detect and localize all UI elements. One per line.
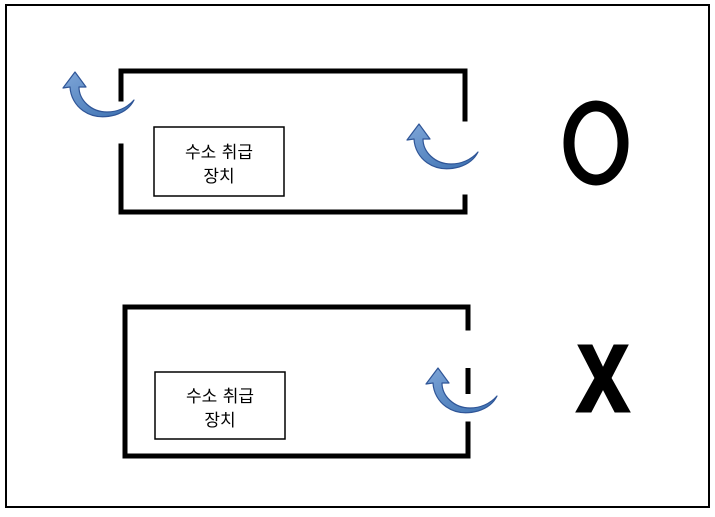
top-example: 수소 취급 장치 O bbox=[62, 68, 629, 215]
cross-mark-icon bbox=[575, 344, 631, 413]
hydrogen-device-box bbox=[154, 371, 286, 440]
enclosure-wall bbox=[122, 304, 471, 459]
curved-arrow-icon bbox=[406, 123, 479, 170]
verdict-label: O bbox=[596, 149, 597, 151]
device-label-line1: 수소 취급 bbox=[186, 387, 254, 407]
circle-mark-icon bbox=[563, 100, 629, 186]
outer-border bbox=[5, 4, 710, 508]
device-label-line1: 수소 취급 bbox=[185, 143, 253, 163]
curved-arrow-icon bbox=[425, 367, 498, 414]
hydrogen-device-box bbox=[153, 126, 285, 197]
device-label-line2: 장치 bbox=[204, 411, 235, 431]
enclosure-wall-bottom bbox=[118, 143, 468, 215]
bottom-example: 수소 취급 장치 X bbox=[122, 304, 631, 459]
enclosure-wall-top bbox=[118, 68, 468, 122]
device-label-line2: 장치 bbox=[203, 167, 234, 187]
